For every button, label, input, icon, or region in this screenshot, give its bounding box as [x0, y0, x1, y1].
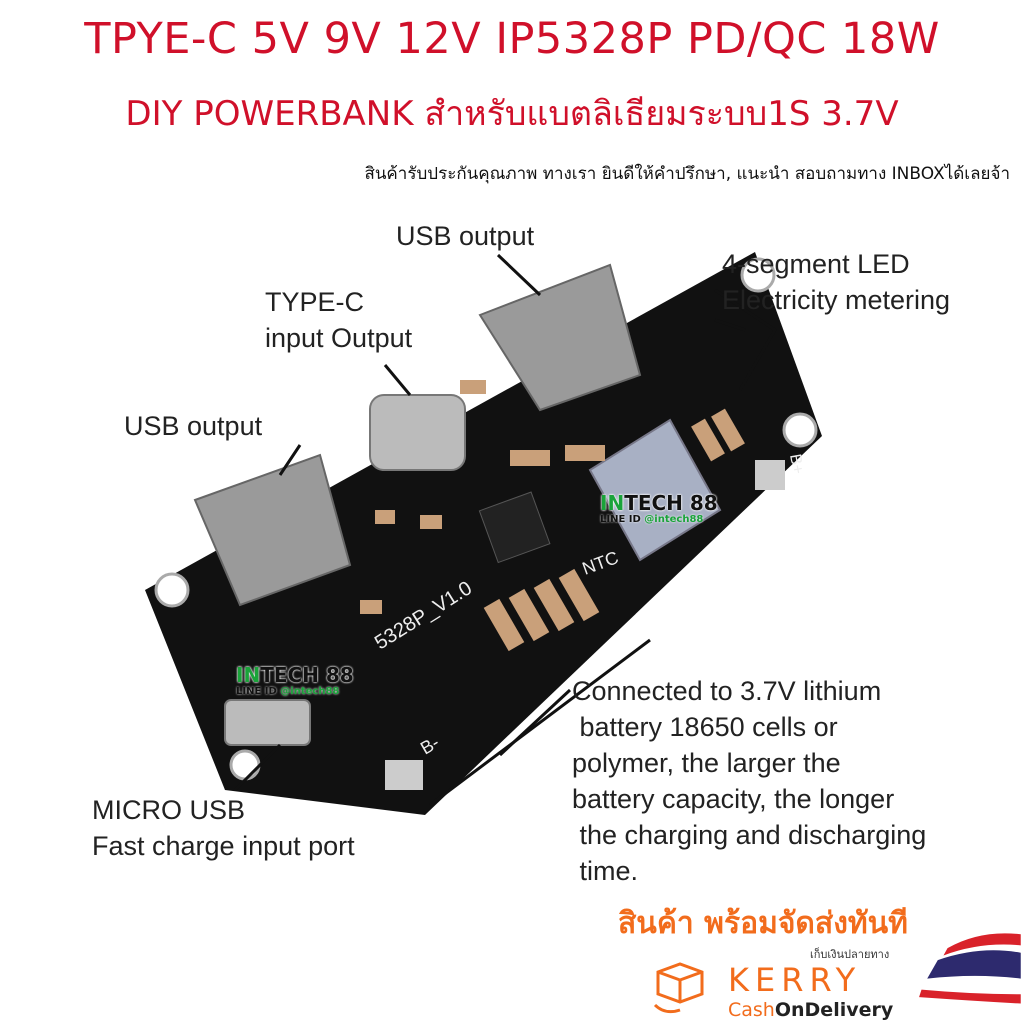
- label-usb-output-left: USB output: [124, 411, 263, 441]
- kerry-logo: KERRY: [728, 961, 862, 999]
- micro-usb-port: [224, 699, 311, 746]
- mount-hole: [154, 572, 190, 608]
- label-usb-output-top: USB output: [396, 221, 535, 251]
- thai-flag-icon: [919, 933, 1021, 1004]
- cash-on-delivery: CashOnDelivery: [728, 999, 894, 1021]
- pad-b-plus: [755, 460, 785, 490]
- watermark: INTECH 88 LINE ID @intech88: [236, 663, 354, 697]
- pad-b-minus: [385, 760, 423, 790]
- label-type-c: TYPE-C input Output: [265, 287, 413, 353]
- capacitors: [360, 380, 745, 652]
- usb-port-left: [193, 453, 352, 607]
- mount-hole: [229, 749, 261, 781]
- pcb-board: [145, 252, 822, 815]
- type-c-port: [369, 394, 466, 471]
- mount-hole: [782, 412, 818, 448]
- label-micro-usb: MICRO USB Fast charge input port: [92, 795, 355, 861]
- cod-thai-text: เก็บเงินปลายทาง: [810, 948, 890, 961]
- title-line-1: TPYE-C 5V 9V 12V IP5328P PD/QC 18W: [84, 14, 940, 64]
- title-line-2: DIY POWERBANK สำหรับแบตลิเธียมระบบ1S 3.7…: [125, 94, 899, 134]
- inductor: [588, 418, 722, 562]
- leader-lines: [233, 253, 778, 807]
- ready-to-ship-text: สินค้า พร้อมจัดส่งทันที: [618, 906, 908, 941]
- mount-hole: [740, 257, 776, 293]
- box-delivery-icon: [653, 962, 704, 1014]
- label-led-meter: 4-segment LED Electricity metering: [722, 249, 951, 315]
- silk-b-plus: B+: [786, 453, 806, 476]
- subtitle: สินค้ารับประกันคุณภาพ ทางเรา ยินดีให้คำป…: [364, 164, 1010, 184]
- label-battery: Connected to 3.7V lithium battery 18650 …: [572, 676, 927, 886]
- usb-port-top: [478, 263, 642, 412]
- watermark: INTECH 88 LINE ID @intech88: [600, 491, 718, 525]
- ic-chip: [478, 491, 551, 564]
